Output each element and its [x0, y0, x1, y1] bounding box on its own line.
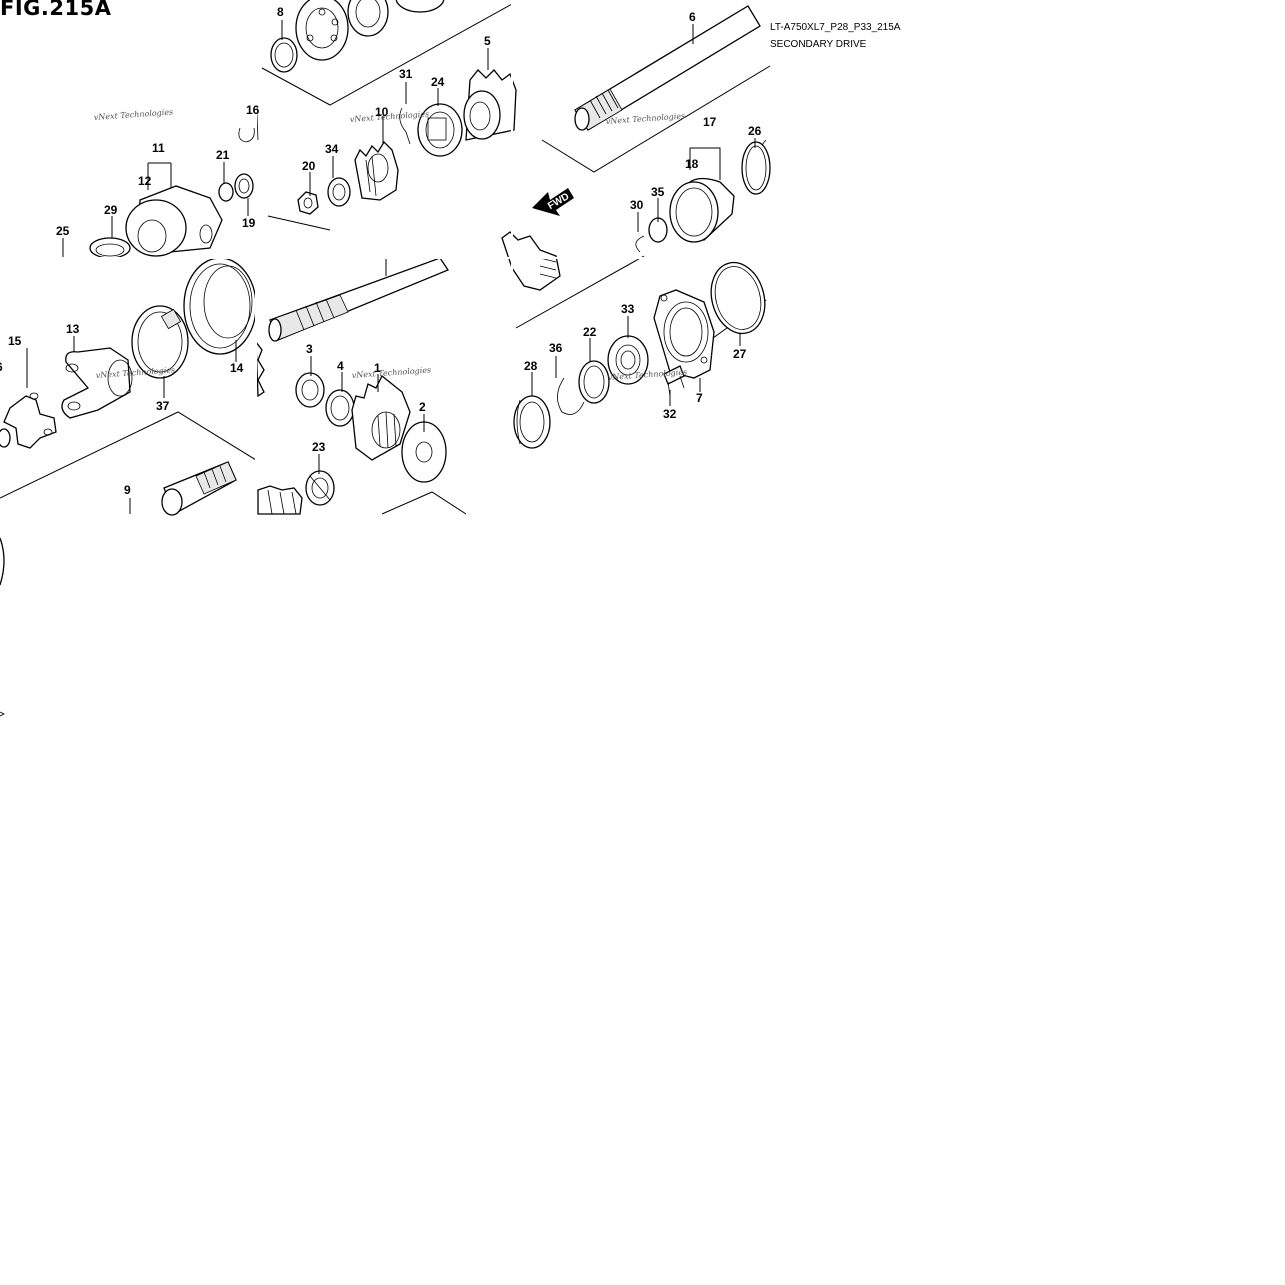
callout-17: 17 — [703, 115, 717, 129]
callout-26: 26 — [748, 124, 762, 138]
callout-8: 8 — [277, 5, 284, 19]
callout-34: 34 — [325, 142, 339, 156]
callout-19: 19 — [242, 216, 256, 230]
callouts: 8 6 5 31 24 16 10 11 12 21 34 20 17 26 1… — [0, 5, 762, 497]
callout-20: 20 — [302, 159, 316, 173]
shaft-9 — [0, 411, 257, 586]
watermark-2: vNext Technologies — [350, 109, 430, 124]
callout-32: 32 — [663, 407, 677, 421]
callout-25: 25 — [56, 224, 70, 238]
leader-lines — [73, 20, 756, 474]
callout-37: 37 — [156, 399, 170, 413]
callout-21: 21 — [216, 148, 230, 162]
callout-2: 2 — [419, 400, 426, 414]
callout-35: 35 — [651, 185, 665, 199]
callout-22: 22 — [583, 325, 597, 339]
fwd-arrow: FWD — [532, 188, 574, 216]
figure-title: FIG.215A — [0, 0, 112, 20]
callout-15: 15 — [8, 334, 22, 348]
flange-11-group — [62, 89, 259, 259]
callout-1: 1 — [374, 361, 381, 375]
watermark-5: vNext Technologies — [352, 365, 432, 380]
driveshaft-joint-group — [0, 257, 257, 449]
callout-3: 3 — [306, 342, 313, 356]
figure-code: LT-A750XL7_P28_P33_215A — [770, 22, 901, 33]
callout-16: 16 — [246, 103, 260, 117]
callout-23: 23 — [312, 440, 326, 454]
callout-31: 31 — [399, 67, 413, 81]
fwd-label: FWD — [546, 191, 571, 212]
callout-7: 7 — [696, 391, 703, 405]
callout-28: 28 — [524, 359, 538, 373]
callout-9: 9 — [124, 483, 131, 497]
callout-29: 29 — [104, 203, 118, 217]
callout-6-left: 6 — [0, 360, 3, 374]
watermark-1: vNext Technologies — [94, 107, 174, 122]
bearing-housing-group — [513, 255, 767, 449]
callout-10: 10 — [375, 105, 389, 119]
callout-27: 27 — [733, 347, 747, 361]
callout-36: 36 — [549, 341, 563, 355]
callout-5: 5 — [484, 34, 491, 48]
center-shaft-group — [255, 257, 467, 515]
shaft-6 — [541, 5, 771, 173]
gear-5-group — [267, 69, 517, 231]
callout-14: 14 — [230, 361, 244, 375]
callout-11: 11 — [152, 141, 165, 155]
callout-13: 13 — [66, 322, 80, 336]
cup-17-group — [635, 139, 771, 253]
callout-12: 12 — [138, 174, 152, 188]
callout-18: 18 — [685, 157, 699, 171]
upper-bearing-group — [261, 0, 513, 106]
callout-30: 30 — [630, 198, 644, 212]
callout-33: 33 — [621, 302, 635, 316]
tile-seams — [0, 0, 770, 717]
callout-6: 6 — [689, 10, 696, 24]
partial-gear-mid — [501, 231, 561, 291]
figure-name: SECONDARY DRIVE — [770, 39, 867, 50]
callout-4: 4 — [337, 359, 344, 373]
callout-24: 24 — [431, 75, 445, 89]
